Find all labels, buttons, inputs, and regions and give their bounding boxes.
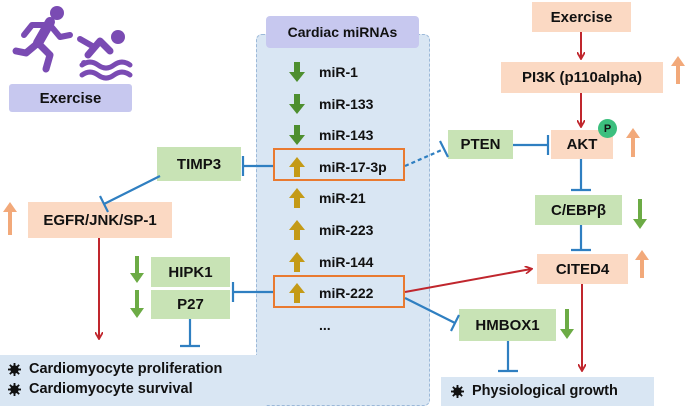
up-arrow-icon: [289, 283, 305, 304]
pten-node: PTEN: [448, 130, 513, 159]
hipk1-node: HIPK1: [151, 257, 230, 287]
mirna-row: miR-143: [287, 123, 373, 147]
p27-node: P27: [151, 290, 230, 319]
mirna-label: miR-144: [319, 253, 374, 270]
timp3-inhibits-egfr: [103, 175, 161, 205]
mirna-row: miR-133: [287, 92, 373, 116]
pi3k-up-arrow: [671, 56, 685, 84]
outcome-proliferation-label: Cardiomyocyte proliferation: [29, 361, 223, 377]
mir222-to-cited4-arrow: [404, 269, 531, 293]
exercise-pictogram: [12, 6, 133, 81]
p27-down-arrow: [130, 290, 144, 318]
mirna-label: miR-222: [319, 285, 374, 302]
phosphorylation-badge: P: [598, 119, 617, 138]
hipk1-down-arrow: [130, 256, 144, 283]
mirna-label: ...: [319, 316, 331, 333]
hmbox1-down-arrow: [560, 309, 574, 339]
egfr-up-arrow: [3, 202, 17, 235]
timp3-node: TIMP3: [157, 147, 241, 181]
mirna-row: miR-21: [287, 186, 366, 210]
up-arrow-icon: [289, 156, 305, 177]
mirna-panel: [256, 34, 430, 406]
cited4-up-arrow: [635, 250, 649, 278]
up-arrow-icon: [289, 188, 305, 209]
mirna-row: miR-1: [287, 60, 358, 84]
gear-bullet-icon: [451, 384, 464, 398]
down-arrow-icon: [289, 125, 305, 146]
cebpb-node: C/EBPβ: [535, 195, 622, 225]
outcome-survival: Cardiomyocyte survival: [8, 379, 266, 399]
gear-bullet-icon: [8, 362, 21, 376]
mir-222-highlight: [273, 275, 405, 308]
outcome-proliferation: Cardiomyocyte proliferation: [8, 359, 266, 379]
up-arrow-icon: [289, 251, 305, 272]
down-arrow-icon: [289, 62, 305, 82]
mirna-row: miR-222: [287, 281, 373, 305]
akt-up-arrow: [626, 128, 640, 157]
mirna-row: miR-144: [287, 250, 373, 274]
down-arrow-icon: [289, 93, 305, 114]
mirna-label: miR-17-3p: [319, 158, 387, 175]
exercise-label: Exercise: [9, 84, 132, 112]
egfr-jnk-sp1-node: EGFR/JNK/SP-1: [28, 202, 172, 238]
right-outcome: Physiological growth: [441, 377, 654, 406]
exercise-top-node: Exercise: [532, 2, 631, 32]
up-arrow-icon: [289, 220, 305, 240]
mirna-label: miR-143: [319, 127, 374, 144]
outcome-physiological-growth-label: Physiological growth: [472, 383, 618, 399]
swimmer-icon: [77, 30, 133, 81]
cebpb-down-arrow: [633, 199, 647, 229]
mirna-label: miR-21: [319, 190, 366, 207]
left-outcomes: Cardiomyocyte proliferation Cardiomyocyt…: [0, 355, 266, 406]
runner-icon: [12, 6, 73, 73]
hmbox1-node: HMBOX1: [459, 309, 556, 341]
gear-bullet-icon: [8, 382, 21, 396]
panel-title: Cardiac miRNAs: [266, 16, 419, 48]
mirna-row: miR-17-3p: [287, 155, 387, 179]
mirna-row: ...: [287, 313, 331, 337]
mirna-label: miR-223: [319, 222, 374, 238]
mir17-inhibits-pten: [404, 147, 445, 168]
outcome-survival-label: Cardiomyocyte survival: [29, 381, 193, 397]
mirna-label: miR-1: [319, 64, 358, 80]
mir222-inhibits-hmbox1: [404, 297, 456, 324]
pi3k-node: PI3K (p110alpha): [501, 62, 663, 93]
outcome-physiological-growth: Physiological growth: [451, 381, 654, 401]
mirna-label: miR-133: [319, 95, 374, 112]
mirna-row: miR-223: [287, 218, 373, 242]
cited4-node: CITED4: [537, 254, 628, 284]
mir-17-3p-highlight: [273, 148, 405, 181]
